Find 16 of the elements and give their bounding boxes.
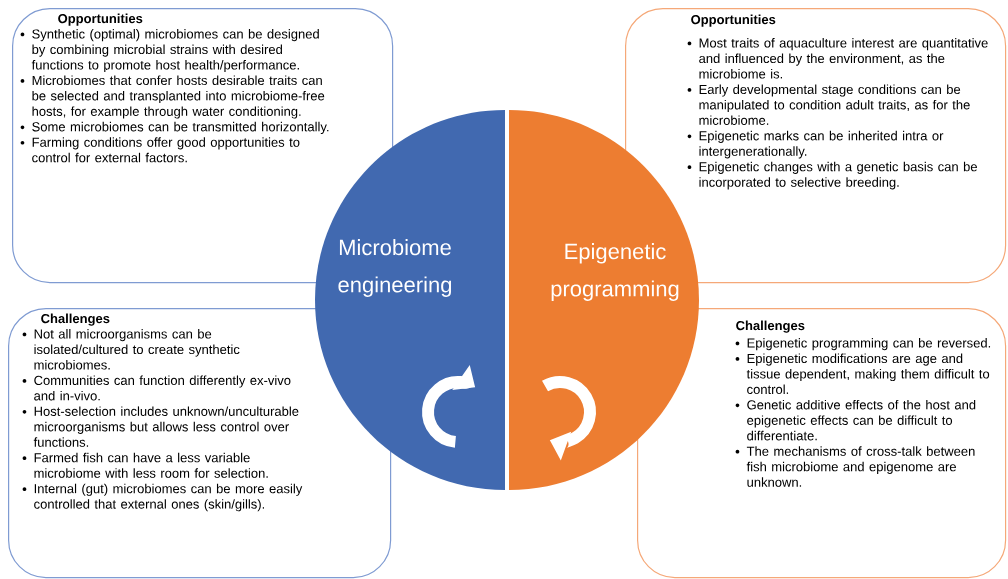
bullet-item: Farming conditions offer good opportunities to control for external factors.	[20, 137, 300, 163]
bullet-item: Most traits of aquaculture interest are quantitative and influenced by the environment, as the microbiome is.	[687, 38, 988, 79]
box-heading: Challenges	[736, 320, 805, 333]
bullet-item: Internal (gut) microbiomes can be more easily controlled that external ones (skin/gills).	[22, 483, 303, 512]
bullet-item: Synthetic (optimal) microbiomes can be designed by combining microbial strains with desired functions to promote host health/performance.	[20, 29, 319, 73]
bullet-item: Epigenetic modifications are age and tissue dependent, making them difficult to control.	[735, 353, 990, 394]
bullet-item: Communities can function differently ex-vivo and in-vivo.	[22, 375, 291, 401]
bullet-item: Genetic additive effects of the host and epigenetic effects can be difficult to differentiate.	[735, 399, 976, 441]
bullet-item: Farmed fish can have a less variable microbiome with less room for selection.	[22, 452, 268, 478]
bullet-item: The mechanisms of cross-talk between fish microbiome and epigenome are unknown.	[735, 446, 975, 487]
box-heading: Challenges	[41, 313, 110, 326]
bullet-item: Host-selection includes unknown/unculturable microorganisms but allows less control over functions.	[22, 406, 299, 447]
bullet-item: Not all microorganisms can be isolated/cultured to create synthetic microbiomes.	[22, 329, 240, 370]
bullet-item: Epigenetic programming can be reversed.	[735, 338, 991, 351]
box-heading: Opportunities	[58, 13, 143, 26]
box-heading: Opportunities	[691, 14, 776, 27]
